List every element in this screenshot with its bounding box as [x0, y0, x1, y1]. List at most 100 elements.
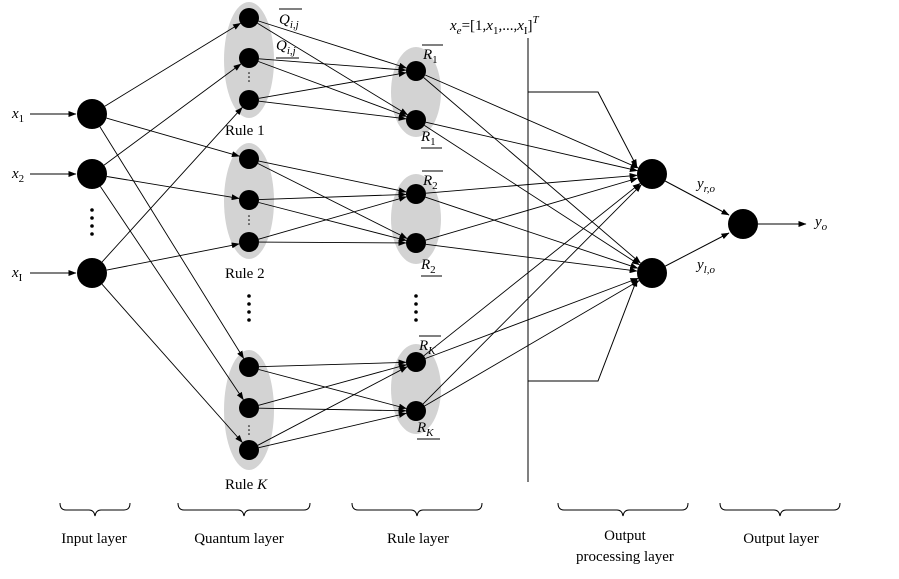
- rule-label-k: Rule K: [225, 477, 268, 493]
- rule-ellipsis: [414, 294, 418, 322]
- node-r2l: [406, 233, 426, 253]
- node-in1: [77, 99, 107, 129]
- edge-in2-q1b: [103, 63, 242, 166]
- rule-node-label-k-lower: RK: [416, 420, 434, 439]
- node-q2a: [239, 149, 259, 169]
- cluster-2-small-dots: [248, 215, 250, 225]
- edge-q2a-r2u: [258, 160, 407, 194]
- edge-rkl-o2: [424, 280, 640, 407]
- edge-q2b-r2l: [258, 202, 407, 242]
- node-o2: [637, 258, 667, 288]
- edge-q2b-r2u: [258, 191, 407, 201]
- input-label-2: x2: [11, 166, 24, 185]
- edge-qka-rku: [258, 359, 407, 368]
- rule-label-2: Rule 2: [225, 266, 265, 282]
- input-label-1: x1: [11, 106, 24, 125]
- rule-node-label-2-upper: R2: [422, 173, 438, 192]
- edge-qkc-rkl: [258, 412, 407, 449]
- edge-r2l-o1: [425, 177, 639, 241]
- rule-label-1: Rule 1: [225, 123, 265, 139]
- edge-r2l-o2: [425, 243, 638, 274]
- edge-rku-o2: [425, 277, 639, 359]
- input-label-3: xI: [11, 265, 23, 284]
- edge-r1u-o1: [425, 74, 639, 169]
- edge-q1b-r1u: [258, 58, 407, 73]
- ellipsis-dots: [90, 72, 418, 435]
- node-o1: [637, 159, 667, 189]
- quantum-ellipsis: [247, 294, 251, 322]
- edge-inI-q1c: [101, 107, 243, 263]
- edge-rkl-o1: [422, 184, 642, 405]
- edge-q1c-r1u: [258, 71, 407, 99]
- edge-in1-q1a: [104, 22, 241, 107]
- connection-lines: [99, 20, 642, 449]
- bracket-top: [528, 91, 638, 168]
- bracket-bottom: [528, 278, 638, 382]
- edge-inI-q2c: [106, 242, 240, 271]
- quantum-labels: Qi,j Qi,j: [276, 8, 302, 59]
- node-r2u: [406, 184, 426, 204]
- cluster-1-small-dots: [248, 72, 250, 82]
- layer-names: Input layer Quantum layer Rule layer Out…: [61, 528, 818, 565]
- input-labels: x1 x2 xI: [11, 106, 24, 284]
- layer-braces: [59, 502, 841, 517]
- node-rku: [406, 352, 426, 372]
- output-label-yl: yl,o: [695, 257, 715, 276]
- brace-rule-layer: [351, 502, 483, 517]
- layer-name-processing-2: processing layer: [576, 549, 674, 565]
- quantum-label-upper: Qi,j: [279, 12, 299, 31]
- edge-rku-o1: [423, 182, 641, 357]
- node-r1l: [406, 110, 426, 130]
- nodes: [77, 8, 758, 460]
- node-q2b: [239, 190, 259, 210]
- node-qkc: [239, 440, 259, 460]
- node-yo: [728, 209, 758, 239]
- edge-in2-qkb: [100, 186, 244, 401]
- edge-q1c-r1l: [258, 100, 407, 121]
- rule-labels: Rule 1 Rule 2 Rule K: [225, 123, 268, 493]
- node-q1c: [239, 90, 259, 110]
- node-rkl: [406, 401, 426, 421]
- edge-q2c-r2l: [258, 239, 407, 246]
- brace-processing-layer: [557, 502, 689, 517]
- edge-qkb-rkl: [258, 407, 407, 414]
- node-qkb: [239, 398, 259, 418]
- edge-in1-q2a: [106, 117, 240, 158]
- node-qka: [239, 357, 259, 377]
- node-in2: [77, 159, 107, 189]
- edge-r2u-o2: [425, 196, 639, 269]
- edge-qkb-rku: [258, 363, 407, 406]
- cluster-k-small-dots: [248, 425, 250, 435]
- brace-input-layer: [59, 502, 131, 517]
- layer-name-quantum: Quantum layer: [194, 531, 284, 547]
- edge-q2c-r2u: [258, 195, 407, 240]
- edge-r1l-o1: [425, 121, 638, 172]
- node-q1b: [239, 48, 259, 68]
- node-inI: [77, 258, 107, 288]
- layer-name-rule: Rule layer: [387, 531, 449, 547]
- input-ellipsis: [90, 208, 94, 236]
- brace-quantum-layer: [177, 502, 311, 517]
- edge-r2u-o1: [425, 172, 638, 194]
- input-arrows: [30, 111, 77, 276]
- processing-bracket: [527, 38, 638, 482]
- brace-output-layer: [719, 502, 841, 517]
- edge-in2-q2b: [106, 176, 240, 201]
- rule-node-label-1-lower: R1: [420, 129, 436, 148]
- edge-q1a-r1l: [257, 22, 408, 116]
- rule-node-label-k-upper: RK: [418, 338, 436, 357]
- xe-equation: xe=[1,x1,...,xI]T: [449, 14, 540, 37]
- edge-q1b-r1l: [258, 61, 408, 117]
- rule-node-label-2-lower: R2: [420, 257, 436, 276]
- edge-r1u-o2: [423, 77, 641, 264]
- output-labels: yr,o yl,o yo: [695, 176, 828, 276]
- edge-q1a-r1u: [258, 20, 407, 69]
- edge-in1-qka: [99, 126, 245, 359]
- output-label-yo: yo: [813, 214, 828, 233]
- node-q1a: [239, 8, 259, 28]
- edge-q2a-r2l: [257, 163, 408, 239]
- layer-name-input: Input layer: [61, 531, 126, 547]
- output-label-yr: yr,o: [695, 176, 715, 195]
- quantum-label-lower: Qi,j: [276, 38, 296, 57]
